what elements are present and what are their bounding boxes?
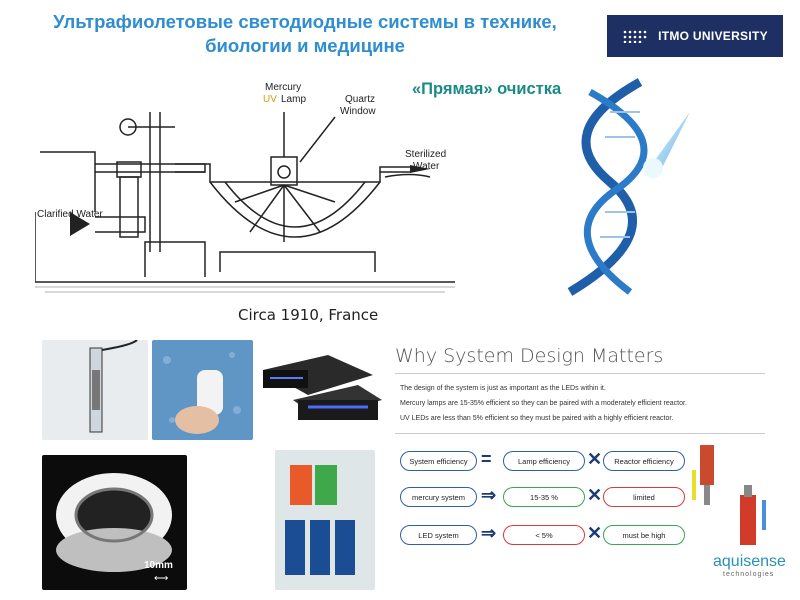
label-lamp: Lamp [281,94,306,105]
pill-reactor-efficiency: Reactor efficiency [603,451,685,471]
uv-tube-photo [42,340,148,440]
label-mercury: Mercury [265,82,301,93]
aquisense-logo: aquisense [713,553,786,570]
aquisense-tagline: technologies [723,571,775,578]
title-line-2: биологии и медицине [205,35,405,56]
bullet-1: The design of the system is just as impo… [400,385,606,392]
label-quartz: Quartz [345,94,375,105]
multiply-icon: ✕ [587,523,603,543]
reactor-simulation-images [692,445,766,545]
led-reactor-units-photo [258,340,383,430]
pill-led-lamp-eff: < 5% [503,525,585,545]
dot-grid-icon [623,30,647,43]
label-window: Window [340,106,376,117]
scale-label: 10mm [144,560,173,571]
dna-helix-image [510,72,695,300]
divider [395,433,765,434]
pill-mercury-lamp-eff: 15-35 % [503,487,585,507]
label-clarified-water: Clarified Water [37,209,103,220]
arrow-symbol: ⇒ [481,485,497,505]
multiply-icon: ✕ [587,485,603,505]
multiply-icon: ✕ [587,449,603,469]
pill-led-reactor: must be high [603,525,685,545]
pill-lamp-efficiency: Lamp efficiency [503,451,585,471]
divider [395,373,765,374]
label-uv: UV [263,94,277,105]
itmo-logo: ITMO UNIVERSITY [607,15,783,57]
pill-mercury-system: mercury system [400,487,477,507]
label-water: Water [413,161,440,172]
water-filter-photo [275,450,375,590]
diagram-caption: Circa 1910, France [238,306,379,324]
label-sterilized: Sterilized [405,149,446,160]
system-design-slide: Why System Design Matters The design of … [395,345,786,585]
pill-mercury-reactor: limited [603,487,685,507]
pill-led-system: LED system [400,525,477,545]
bullet-3: UV LEDs are less than 5% efficient so th… [400,415,674,422]
hand-bottle-photo [152,340,253,440]
equals-symbol: = [481,449,492,469]
slide-heading: Why System Design Matters [395,345,664,367]
arrow-symbol: ⇒ [481,523,497,543]
pill-system-efficiency: System efficiency [400,451,477,471]
double-arrow-icon: ⟷ [154,573,169,584]
uv-water-sterilizer-diagram: Mercury UV Lamp Quartz Window Sterilized… [34,72,465,302]
section-subtitle: «Прямая» очистка [412,80,562,98]
bullet-2: Mercury lamps are 15-35% efficient so th… [400,400,687,407]
led-ring-photo: 10mm ⟷ [42,455,187,590]
slide-title: Ультрафиолетовые светодиодные системы в … [0,10,610,58]
logo-text: ITMO UNIVERSITY [658,29,768,43]
title-line-1: Ультрафиолетовые светодиодные системы в … [53,11,557,32]
